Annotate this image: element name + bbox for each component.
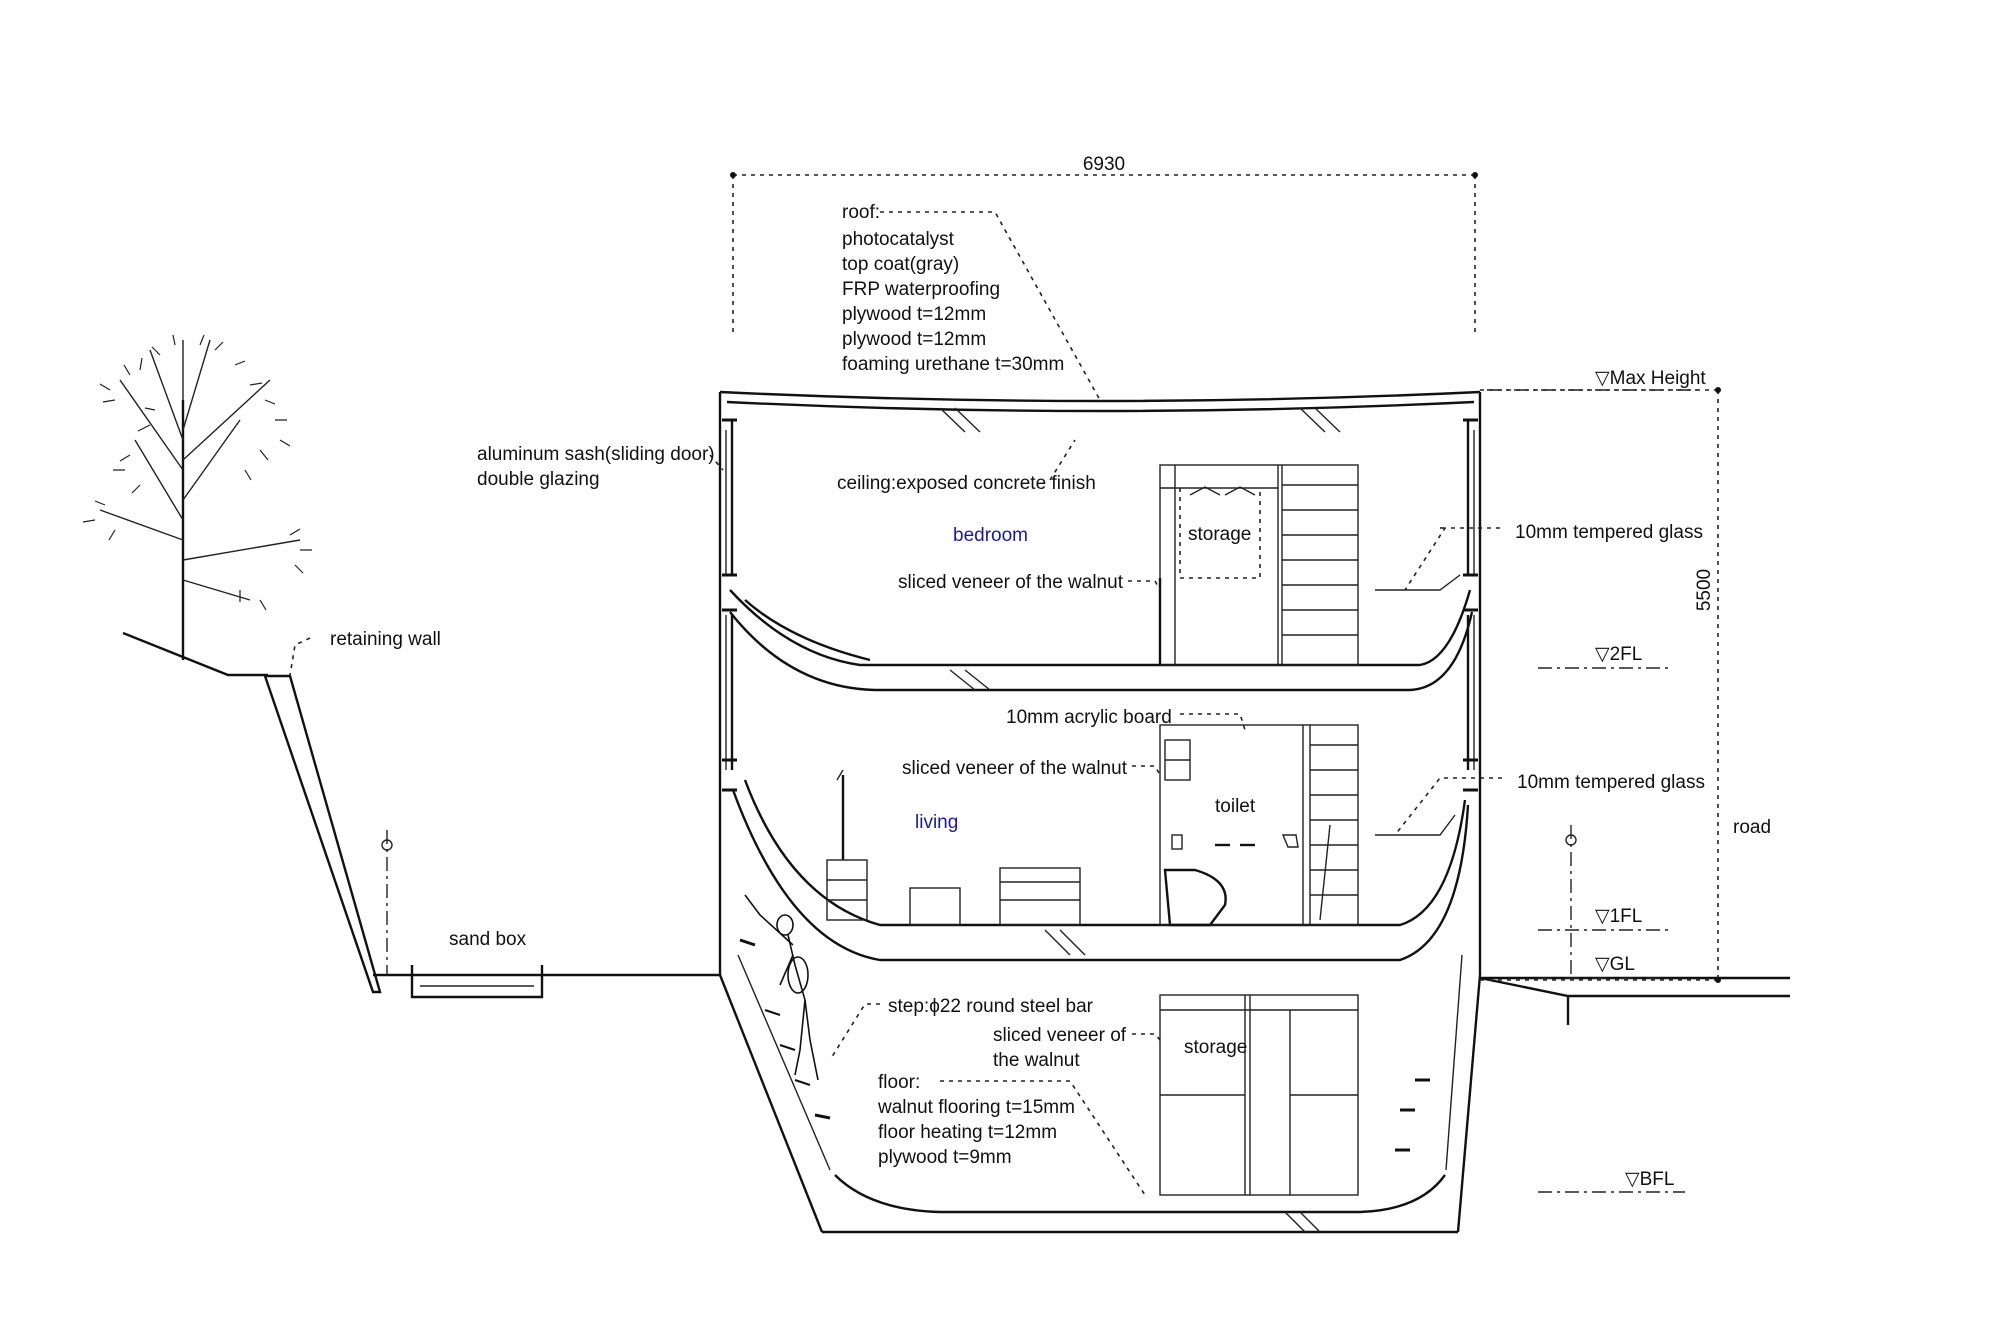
tempered-glass-label-upper: 10mm tempered glass — [1515, 522, 1703, 543]
level-2fl: ▽2FL — [1595, 644, 1642, 665]
roof-spec-line: plywood t=12mm — [842, 304, 986, 325]
figure-icon — [744, 894, 819, 1081]
floor-spec-line: walnut flooring t=15mm — [877, 1097, 1075, 1118]
room-label-storage-lower: storage — [1184, 1037, 1247, 1058]
level-gl: ▽GL — [1595, 954, 1635, 975]
room-label-bedroom: bedroom — [953, 525, 1028, 546]
toilet-icon — [1163, 868, 1227, 927]
furniture — [744, 464, 1461, 1196]
floor-spec-line: floor heating t=12mm — [878, 1122, 1057, 1143]
tempered-glass-label-lower: 10mm tempered glass — [1517, 772, 1705, 793]
double-glazing-label: double glazing — [477, 469, 600, 490]
veneer-label-middle: sliced veneer of the walnut — [902, 758, 1128, 779]
level-bfl: ▽BFL — [1625, 1169, 1674, 1190]
building-section — [718, 390, 1482, 1234]
sand-box-label: sand box — [449, 929, 527, 950]
ceiling-label: ceiling:exposed concrete finish — [837, 473, 1096, 494]
aluminum-sash-label: aluminum sash(sliding door) — [477, 444, 715, 465]
room-label-living: living — [915, 812, 958, 833]
roof-spec: roof: photocatalyst top coat(gray) FRP w… — [842, 202, 1064, 375]
room-label-storage-upper: storage — [1188, 524, 1251, 545]
level-marks: ▽Max Height ▽2FL ▽1FL ▽GL ▽BFL — [1487, 368, 1706, 1193]
veneer-label-lower-2: the walnut — [993, 1050, 1080, 1071]
floor-slab-2fl — [729, 589, 1472, 667]
acrylic-board-label: 10mm acrylic board — [1006, 707, 1172, 728]
floor-slab-1fl — [743, 779, 1467, 927]
roof-spec-title: roof: — [842, 202, 880, 223]
level-1fl: ▽1FL — [1595, 906, 1642, 927]
roof-spec-line: foaming urethane t=30mm — [842, 354, 1064, 375]
veneer-label-upper: sliced veneer of the walnut — [898, 572, 1124, 593]
width-dimension-text: 6930 — [1083, 154, 1125, 175]
roof-spec-line: FRP waterproofing — [842, 279, 1000, 300]
step-label: step:ϕ22 round steel bar — [888, 996, 1094, 1017]
retaining-wall-label: retaining wall — [330, 629, 441, 650]
roof-spec-line: plywood t=12mm — [842, 329, 986, 350]
retaining-wall-shape — [263, 674, 382, 994]
road-label: road — [1733, 817, 1771, 838]
dimension-height: 5500 — [1480, 387, 1721, 983]
floor-spec-line: plywood t=9mm — [878, 1147, 1012, 1168]
roof-line — [719, 390, 1481, 403]
leader-lines — [289, 211, 1502, 1196]
level-max-height: ▽Max Height — [1595, 368, 1706, 389]
floor-spec: floor: walnut flooring t=15mm floor heat… — [877, 1072, 1075, 1168]
height-dimension-text: 5500 — [1694, 569, 1715, 611]
floor-spec-title: floor: — [878, 1072, 920, 1093]
veneer-label-lower-1: sliced veneer of — [993, 1025, 1127, 1046]
roof-spec-line: top coat(gray) — [842, 254, 959, 275]
site — [122, 631, 1790, 1025]
room-label-toilet: toilet — [1215, 796, 1256, 817]
tree-icon — [82, 334, 312, 660]
roof-spec-line: photocatalyst — [842, 229, 955, 250]
dimension-width: 6930 — [730, 154, 1478, 333]
